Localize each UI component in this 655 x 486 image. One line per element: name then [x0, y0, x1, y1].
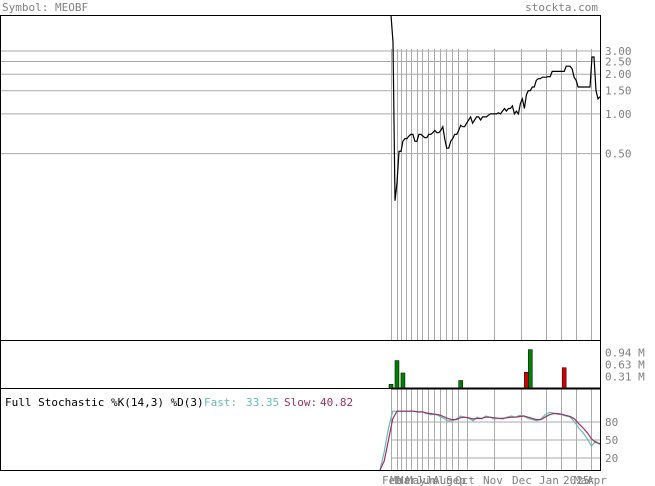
volume-bar [388, 383, 394, 389]
x-axis-label: Oct [455, 474, 475, 486]
fast-label: Fast: [204, 396, 237, 409]
price-tick-label: 0.50 [605, 148, 632, 161]
x-axis-label: 2025 [563, 474, 590, 486]
price-layer: 3.002.502.00 1.50 1.00 0.50 [390, 14, 632, 201]
volume-bar [524, 371, 529, 389]
volume-tick-label: 0.31 M [605, 370, 645, 383]
volume-layer: 0.94 M0.63 M0.31 M [388, 347, 645, 390]
x-axis-label: Sep [446, 474, 466, 486]
volume-tick-label: 0.63 M [605, 358, 645, 371]
x-axis-label: Jan [539, 474, 559, 486]
x-axis-label: May [406, 474, 426, 486]
x-axis-label: Mar [574, 474, 594, 486]
stochastic-tick-label: 20 [605, 452, 618, 465]
volume-bar [458, 380, 463, 389]
fast-value: 33.35 [246, 396, 279, 409]
x-axis-label: Nov [483, 474, 503, 486]
x-axis-label: Apr [587, 474, 607, 486]
price-tick-label: 3.00 [605, 45, 632, 58]
x-axis-label: Dec [512, 474, 532, 486]
brand-link[interactable]: stockta.com [525, 1, 598, 14]
price-panel-frame [0, 15, 601, 341]
fast-stochastic-line [379, 410, 601, 471]
symbol-label: Symbol: MEOBF [2, 1, 88, 14]
volume-bar [561, 367, 567, 389]
price-tick-label: 2.50 [605, 55, 632, 68]
x-axis-label: Feb [382, 474, 402, 486]
x-axis-label: Jul [425, 474, 445, 486]
price-tick-label: 2.00 [605, 68, 632, 81]
volume-bar [528, 349, 533, 389]
volume-tick-label: 0.94 M [605, 347, 645, 360]
stochastic-tick-label: 50 [605, 434, 618, 447]
price-line [390, 14, 601, 201]
x-axis-label: Jun [416, 474, 436, 486]
volume-panel-frame [0, 340, 601, 389]
slow-value: 40.82 [320, 396, 353, 409]
stochastic-panel-frame [0, 388, 601, 471]
stochastic-title: Full Stochastic %K(14,3) %D(3) [5, 396, 204, 409]
price-tick-label: 1.50 [605, 85, 632, 98]
slow-stochastic-line [379, 410, 601, 471]
stochastic-tick-label: 80 [605, 416, 618, 429]
x-axis-label: Mar [397, 474, 417, 486]
volume-bar [400, 372, 406, 389]
price-tick-label: 1.00 [605, 108, 632, 121]
slow-label: Slow: [284, 396, 317, 409]
volume-bar [394, 360, 400, 389]
x-axis-label: Mar [390, 474, 410, 486]
x-axis-label: Aug [433, 474, 453, 486]
